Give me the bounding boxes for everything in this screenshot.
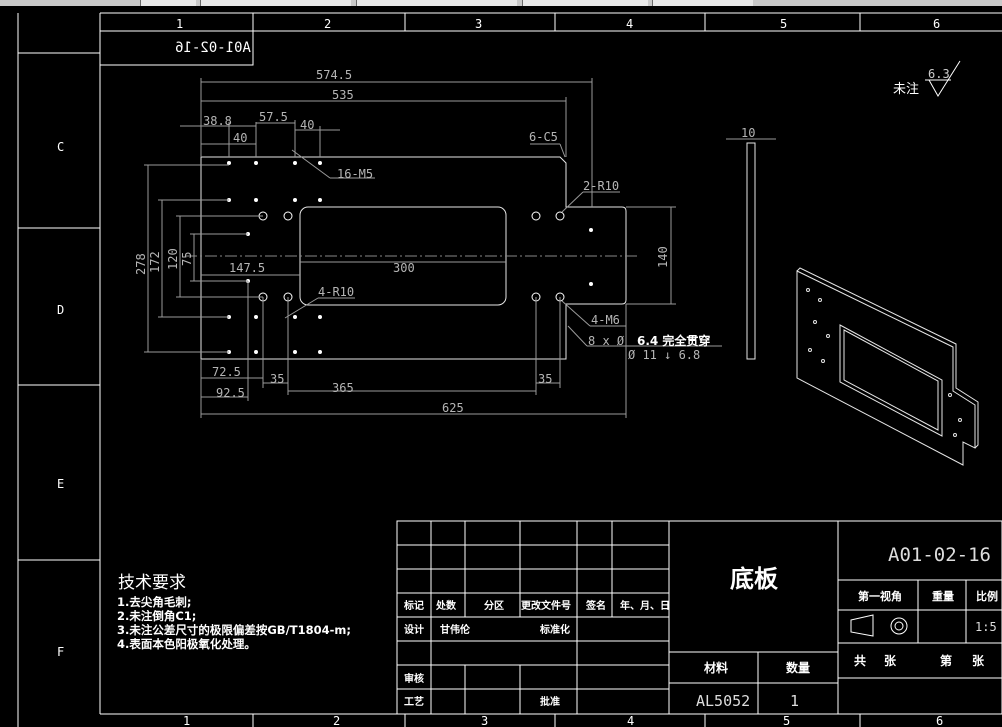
svg-text:625: 625 [442, 401, 464, 415]
zone-side-f: F [57, 645, 64, 659]
drawing-number: A01-02-16 [888, 544, 991, 566]
svg-text:10: 10 [741, 126, 755, 140]
svg-text:120: 120 [166, 248, 180, 270]
zone-top-6: 6 [933, 17, 940, 31]
plate-front-view[interactable] [200, 156, 627, 360]
zone-top-2: 2 [324, 17, 331, 31]
svg-text:140: 140 [656, 246, 670, 268]
surface-roughness-note: 未注 6.3 [893, 60, 961, 97]
quantity-label: 数量 [786, 660, 810, 675]
svg-text:Ø 11 ↓ 6.8: Ø 11 ↓ 6.8 [628, 348, 700, 362]
toolbar-segment[interactable] [356, 0, 517, 6]
technical-requirements: 技术要求 1.去尖角毛刺; 2.未注倒角C1; 3.未注公差尺寸的极限偏差按GB… [117, 573, 351, 651]
header-change-doc: 更改文件号 [521, 599, 571, 612]
title-block-grid [396, 520, 1002, 715]
mirrored-code-box [99, 30, 254, 66]
cad-drawing-canvas[interactable]: 1 2 3 4 5 6 1 2 3 4 5 6 C D E F A01-02-1… [0, 6, 1002, 727]
part-name: 底板 [730, 565, 779, 593]
zone-bottom-1: 1 [183, 714, 190, 727]
review-label: 审核 [404, 672, 424, 685]
surface-note-label: 未注 [893, 82, 919, 97]
process-label: 工艺 [404, 695, 424, 708]
roughness-symbol-icon [928, 60, 961, 97]
zone-top-5: 5 [780, 17, 787, 31]
zone-top-1: 1 [176, 17, 183, 31]
svg-text:72.5: 72.5 [212, 365, 241, 379]
sheet-no-label: 第 [940, 653, 952, 668]
sheets-label: 张 [884, 653, 897, 668]
tech-title: 技术要求 [118, 573, 186, 593]
zone-bottom-5: 5 [783, 714, 790, 727]
header-count: 处数 [435, 599, 457, 612]
svg-text:147.5: 147.5 [229, 261, 265, 275]
svg-text:2-R10: 2-R10 [583, 179, 619, 193]
toolbar-segment[interactable] [522, 0, 648, 6]
plate-isometric-view[interactable] [796, 267, 979, 466]
material-value: AL5052 [696, 692, 750, 710]
zone-side-e: E [57, 477, 64, 491]
zone-bottom-2: 2 [333, 714, 340, 727]
zone-top-3: 3 [475, 17, 482, 31]
header-signature: 签名 [585, 599, 606, 612]
designer-name: 甘伟伦 [440, 623, 471, 636]
scale-label: 比例 [976, 589, 998, 603]
title-block-labels: 标记 处数 分区 更改文件号 签名 年、月、日 设计 甘伟伦 标准化 审核 工艺… [403, 589, 998, 708]
svg-text:6.4 完全贯穿: 6.4 完全贯穿 [637, 333, 710, 348]
tech-line: 4.表面本色阳极氧化处理。 [117, 637, 256, 651]
zone-top-4: 4 [626, 17, 633, 31]
zone-side-d: D [57, 303, 64, 317]
total-label: 共 [854, 653, 866, 668]
dimension-text: 574.5 535 38.8 57.5 40 40 6-C5 16-M5 2-R… [134, 68, 755, 415]
svg-text:35: 35 [270, 372, 284, 386]
standard-label: 标准化 [539, 623, 570, 636]
quantity-value: 1 [790, 692, 799, 710]
svg-text:40: 40 [233, 131, 247, 145]
weight-label: 重量 [932, 589, 954, 603]
zone-bottom-6: 6 [936, 714, 943, 727]
svg-text:16-M5: 16-M5 [337, 167, 373, 181]
svg-text:574.5: 574.5 [316, 68, 352, 82]
svg-text:300: 300 [393, 261, 415, 275]
svg-text:40: 40 [300, 118, 314, 132]
svg-text:8 x Ø: 8 x Ø [588, 334, 625, 348]
svg-text:535: 535 [332, 88, 354, 102]
header-mark: 标记 [403, 599, 424, 612]
plate-holes [227, 161, 593, 354]
header-zone: 分区 [484, 599, 504, 612]
svg-text:4-M6: 4-M6 [591, 313, 620, 327]
surface-value: 6.3 [928, 67, 950, 81]
zone-bottom-3: 3 [481, 714, 488, 727]
cad-toolbar-strip [0, 0, 1002, 6]
projection-symbol-icon [850, 614, 908, 637]
sheet-label: 张 [972, 653, 985, 668]
toolbar-segment[interactable] [200, 0, 351, 6]
tech-line: 1.去尖角毛刺; [117, 595, 191, 609]
design-label: 设计 [404, 623, 424, 636]
svg-text:35: 35 [538, 372, 552, 386]
svg-text:92.5: 92.5 [216, 386, 245, 400]
mirrored-drawing-code: A01-02-16 [175, 40, 251, 56]
svg-text:57.5: 57.5 [259, 110, 288, 124]
zone-side-c: C [57, 140, 64, 154]
svg-text:38.8: 38.8 [203, 114, 232, 128]
toolbar-segment[interactable] [652, 0, 753, 6]
svg-text:172: 172 [148, 251, 162, 273]
svg-text:6-C5: 6-C5 [529, 130, 558, 144]
dimension-lines [144, 78, 722, 418]
header-date: 年、月、日 [620, 599, 670, 612]
svg-text:75: 75 [180, 252, 194, 266]
material-label: 材料 [703, 660, 728, 675]
toolbar-segment[interactable] [140, 0, 196, 6]
svg-text:365: 365 [332, 381, 354, 395]
zone-bottom-4: 4 [627, 714, 634, 727]
projection-label: 第一视角 [858, 589, 902, 603]
tech-line: 2.未注倒角C1; [117, 609, 196, 623]
scale-value: 1:5 [975, 620, 997, 634]
svg-text:278: 278 [134, 253, 148, 275]
tech-line: 3.未注公差尺寸的极限偏差按GB/T1804-m; [117, 623, 351, 637]
approve-label: 批准 [540, 695, 560, 708]
svg-text:4-R10: 4-R10 [318, 285, 354, 299]
plate-side-view[interactable] [726, 138, 776, 360]
